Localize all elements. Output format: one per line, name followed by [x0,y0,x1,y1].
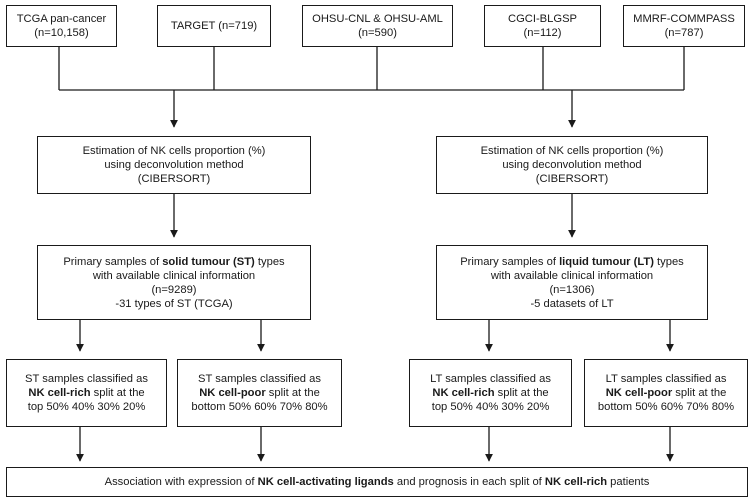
split-group: NK cell-poor [199,387,266,399]
split-percentages: top 50% 40% 30% 20% [431,401,550,413]
estimation-line: Estimation of NK cells proportion (%) [82,145,266,157]
estimation-line: using deconvolution method [502,159,642,171]
estimation-box-right: Estimation of NK cells proportion (%) us… [436,136,708,194]
rich-term: NK cell-rich [544,476,608,488]
source-name: OHSU-CNL & OHSU-AML [312,13,443,25]
tumour-type: solid tumour (ST) [162,255,255,268]
source-count: (n=590) [358,27,397,39]
estimation-line: Estimation of NK cells proportion (%) [480,145,664,157]
source-name: TCGA pan-cancer [16,13,107,25]
source-box-ohsu: OHSU-CNL & OHSU-AML (n=590) [302,5,453,47]
split-line: NK cell-poor split at the [605,387,727,399]
primary-title: Primary samples of solid tumour (ST) typ… [63,255,285,268]
split-line: NK cell-poor split at the [199,387,320,399]
estimation-line: (CIBERSORT) [535,173,609,185]
primary-box-solid: Primary samples of solid tumour (ST) typ… [37,245,311,320]
split-percentages: bottom 50% 60% 70% 80% [597,401,735,413]
source-name: TARGET (n=719) [170,20,258,32]
split-line: LT samples classified as [430,373,551,385]
split-line: NK cell-rich split at the [432,387,549,399]
split-group: NK cell-rich [28,387,91,399]
source-count: (n=112) [523,27,562,39]
split-group: NK cell-rich [432,387,495,399]
ligands-term: NK cell-activating ligands [257,476,394,488]
estimation-line: using deconvolution method [104,159,244,171]
estimation-box-left: Estimation of NK cells proportion (%) us… [37,136,311,194]
primary-count: (n=1306) [549,283,595,296]
primary-count: (n=9289) [151,283,197,296]
split-percentages: top 50% 40% 30% 20% [27,401,146,413]
source-name: MMRF-COMMPASS [633,13,735,25]
source-box-target: TARGET (n=719) [157,5,271,47]
split-box-lt-rich: LT samples classified as NK cell-rich sp… [409,359,572,427]
primary-title: Primary samples of liquid tumour (LT) ty… [460,255,684,268]
estimation-line: (CIBERSORT) [137,173,211,185]
source-count: (n=10,158) [34,27,89,39]
source-name: CGCI-BLGSP [507,13,577,25]
split-line: ST samples classified as [25,373,148,385]
split-box-lt-poor: LT samples classified as NK cell-poor sp… [584,359,748,427]
split-box-st-rich: ST samples classified as NK cell-rich sp… [6,359,167,427]
split-line: NK cell-rich split at the [28,387,145,399]
split-line: LT samples classified as [605,373,727,385]
primary-line: -5 datasets of LT [530,297,614,310]
source-count: (n=787) [664,27,704,39]
primary-line: -31 types of ST (TCGA) [115,297,233,310]
split-percentages: bottom 50% 60% 70% 80% [191,401,328,413]
source-box-tcga: TCGA pan-cancer (n=10,158) [6,5,117,47]
final-text: Association with expression of NK cell-a… [104,476,650,488]
final-association-box: Association with expression of NK cell-a… [6,467,748,497]
source-box-mmrf: MMRF-COMMPASS (n=787) [623,5,745,47]
split-line: ST samples classified as [198,373,321,385]
primary-box-liquid: Primary samples of liquid tumour (LT) ty… [436,245,708,320]
tumour-type: liquid tumour (LT) [559,255,654,268]
split-group: NK cell-poor [605,387,673,399]
source-box-cgci: CGCI-BLGSP (n=112) [484,5,601,47]
split-box-st-poor: ST samples classified as NK cell-poor sp… [177,359,342,427]
primary-line: with available clinical information [490,269,654,282]
primary-line: with available clinical information [92,269,256,282]
